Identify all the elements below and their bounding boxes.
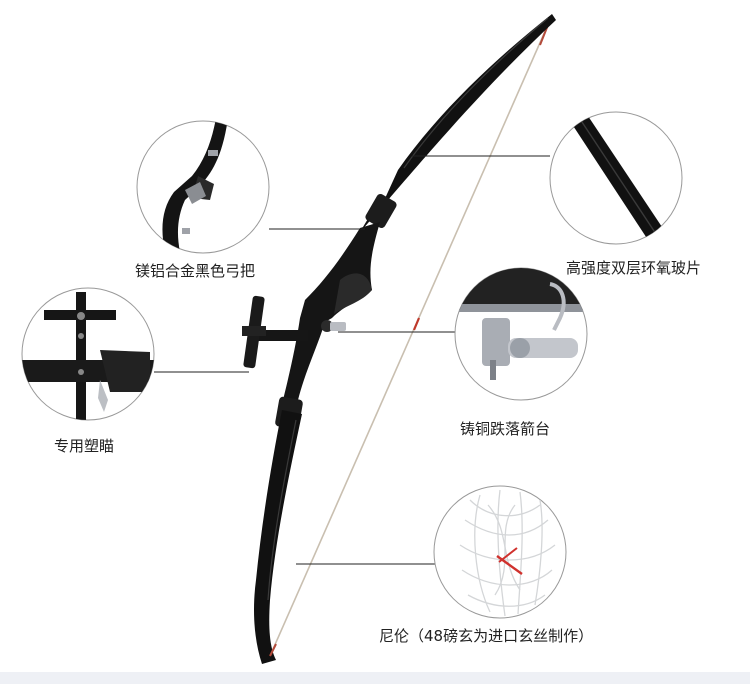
riser	[282, 222, 380, 404]
recurve-bow	[242, 14, 556, 664]
lower-limb	[254, 410, 302, 664]
string-label: 尼伦（48磅玄为进口玄丝制作）	[379, 627, 594, 645]
upper-limb	[360, 14, 556, 232]
arrow-rest-detail-circle	[454, 267, 588, 401]
string-serving-mark	[412, 317, 421, 331]
sight-detail-circle	[21, 287, 155, 421]
sight-label: 专用塑瞄	[54, 437, 115, 455]
arrow-rest-on-bow	[330, 322, 346, 331]
upper-limb-bolt	[365, 193, 397, 229]
arrow-rest-label: 铸铜跌落箭台	[460, 420, 551, 438]
grip-label: 镁铝合金黑色弓把	[135, 262, 256, 280]
sight-bar	[258, 330, 308, 341]
leader-lines	[154, 155, 550, 565]
limb-detail-circle	[549, 111, 683, 245]
string-detail-circle	[433, 485, 567, 619]
grip-detail-circle	[136, 120, 270, 254]
bottom-divider-band	[0, 672, 750, 684]
limb-label: 高强度双层环氧玻片	[566, 259, 702, 277]
bow-string	[269, 19, 551, 657]
